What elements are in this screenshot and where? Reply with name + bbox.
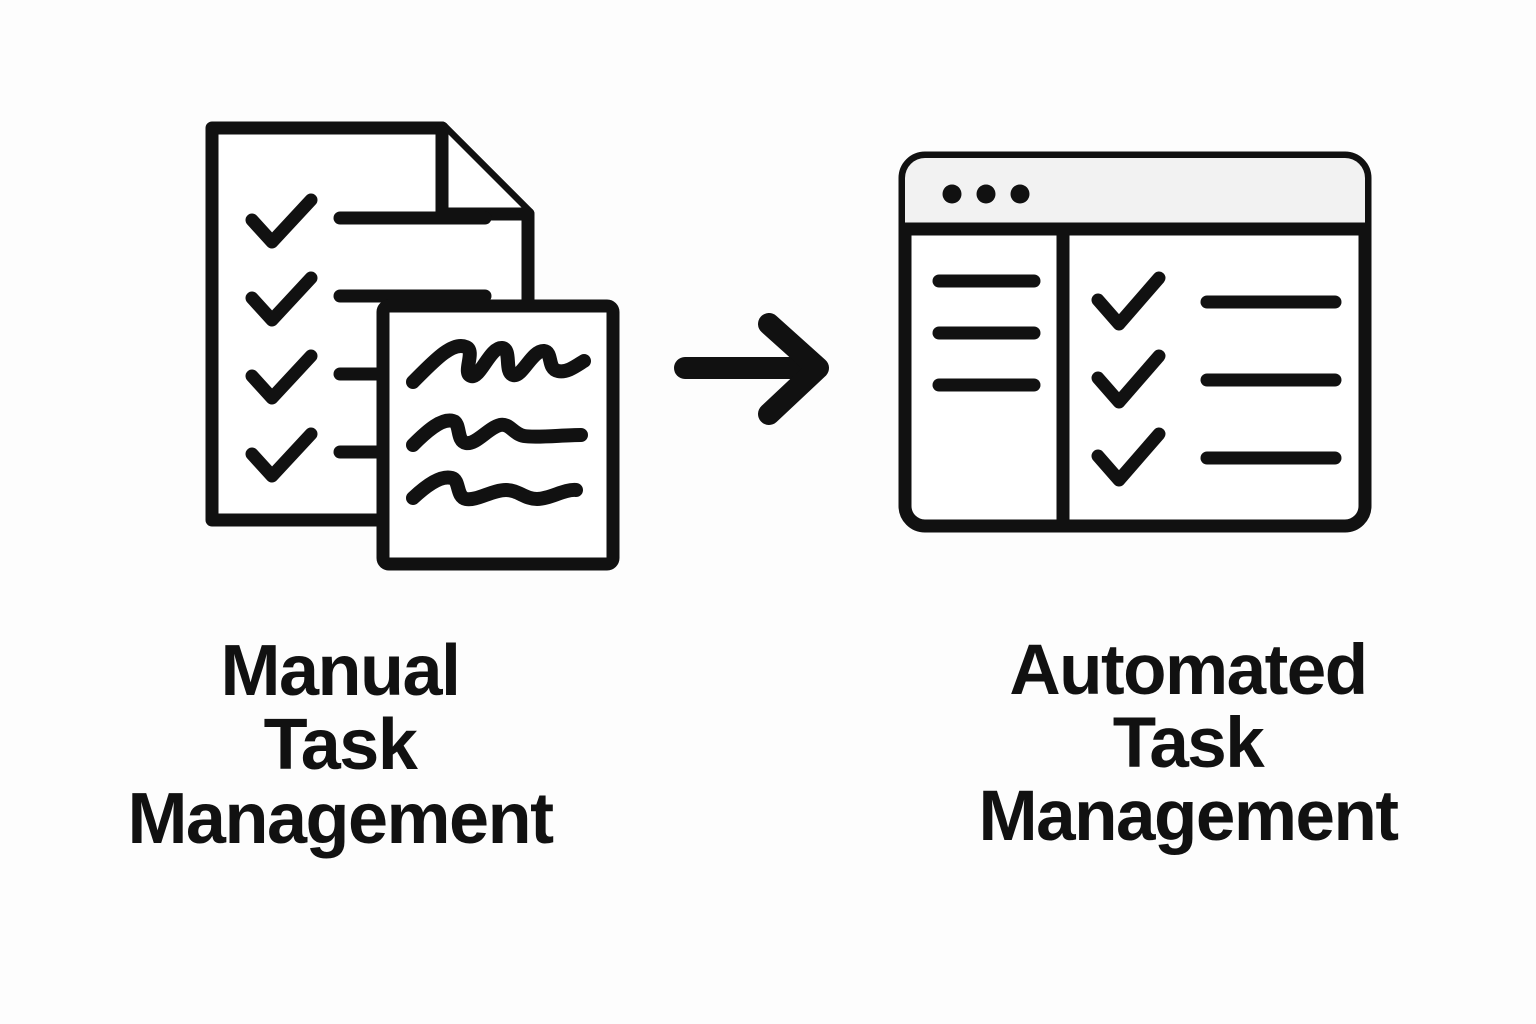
checkmark-2-icon — [245, 271, 318, 327]
manual-icon-area — [0, 90, 680, 600]
manual-documents-icon — [205, 121, 620, 571]
arrow-head — [758, 313, 829, 425]
window-checkmark-1-icon — [1091, 271, 1166, 331]
checkmark-1-icon — [245, 193, 318, 249]
automated-icon-area — [840, 90, 1536, 600]
automated-browser-window-icon — [898, 151, 1372, 533]
manual-caption-line-1: Manual — [220, 631, 461, 711]
scribble-line-3 — [406, 470, 583, 507]
document-fold-corner-icon — [435, 121, 535, 221]
automated-caption-line-2: Task — [1112, 704, 1265, 784]
titlebar-dot-3-icon — [1010, 184, 1030, 204]
manual-task-management-panel: Manual Task Management — [0, 0, 680, 1024]
checkmark-4-icon — [245, 427, 318, 483]
right-arrow-icon — [674, 313, 829, 425]
window-checkmark-2-icon — [1091, 349, 1166, 409]
browser-titlebar — [905, 158, 1365, 229]
automated-caption-line-3: Management — [978, 777, 1399, 857]
scribble-line-1 — [406, 339, 591, 389]
checkmark-3-icon — [245, 349, 318, 405]
automated-caption: Automated Task Management — [840, 631, 1536, 857]
automated-caption-line-1: Automated — [1009, 631, 1368, 710]
titlebar-dot-1-icon — [942, 184, 962, 204]
manual-caption: Manual Task Management — [0, 631, 680, 860]
manual-caption-line-3: Management — [127, 779, 554, 860]
window-checkmark-3-icon — [1091, 427, 1166, 487]
automated-task-management-panel: Automated Task Management — [840, 0, 1536, 1024]
manual-caption-line-2: Task — [263, 705, 418, 786]
scribble-line-2 — [406, 413, 588, 452]
titlebar-dot-2-icon — [976, 184, 996, 204]
